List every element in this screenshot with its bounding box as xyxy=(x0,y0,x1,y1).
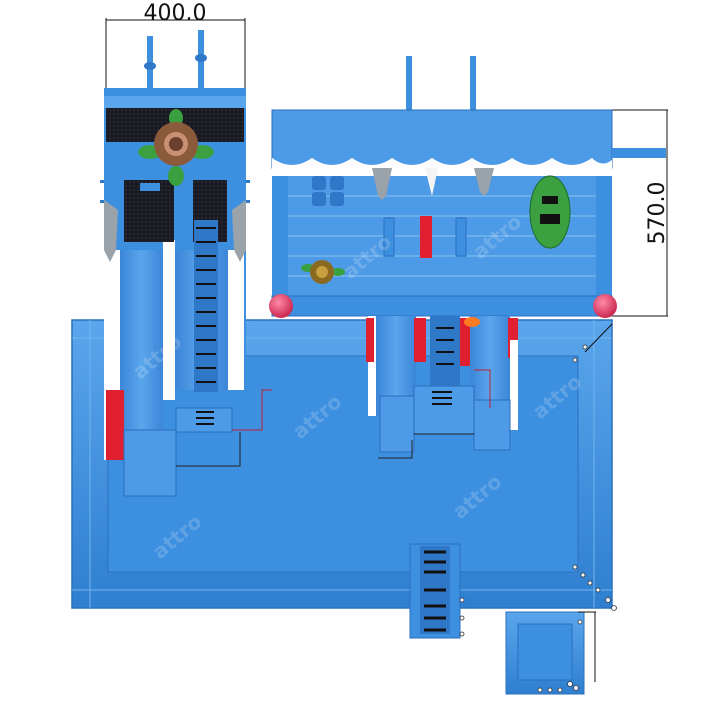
entry-ladder xyxy=(409,543,465,639)
height-dimension: 570.0 xyxy=(612,109,670,317)
boat-decoration xyxy=(529,175,571,249)
shark-decoration-hanging-right xyxy=(474,168,494,196)
shark-decoration-hanging-left xyxy=(372,168,392,200)
left-slide-tower xyxy=(100,30,272,497)
turtle-decoration xyxy=(138,109,214,186)
anchor-points xyxy=(572,344,617,611)
right-play-structure xyxy=(269,56,666,459)
clownfish-decoration xyxy=(464,317,480,327)
shark-decoration-right xyxy=(232,200,246,262)
width-dimension: 400.0 xyxy=(105,1,246,92)
climbing-ladder xyxy=(194,220,218,392)
red-bumper-left xyxy=(106,390,124,460)
height-dimension-label: 570.0 xyxy=(645,182,670,245)
roof-awning xyxy=(271,109,613,169)
landing-pad-left xyxy=(123,429,177,497)
turtle-decoration-small xyxy=(301,260,345,284)
width-dimension-label: 400.0 xyxy=(144,1,207,26)
slide-lane-left xyxy=(120,250,163,430)
red-pillar xyxy=(420,216,432,258)
corner-ball-left xyxy=(269,294,293,318)
small-pool xyxy=(505,611,596,695)
shark-decoration-left xyxy=(104,200,118,262)
corner-ball-right xyxy=(593,294,617,318)
